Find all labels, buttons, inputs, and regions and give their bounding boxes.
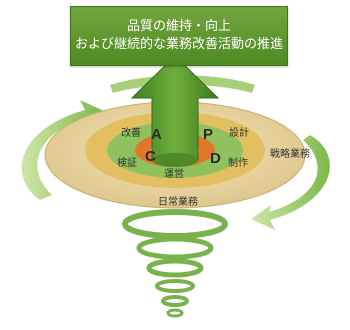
- plan-label: 設計: [229, 128, 249, 139]
- plan-letter: P: [203, 126, 214, 143]
- do-label: 制作: [228, 158, 248, 169]
- banner-line-1: 品質の維持・向上: [126, 19, 231, 34]
- up-arrow-icon: [130, 55, 220, 161]
- banner-line-2: および継続的な業務改善活動の推進: [74, 37, 283, 52]
- act-label: 改善: [121, 128, 141, 139]
- act-letter: A: [151, 126, 162, 143]
- goal-banner: 品質の維持・向上 および継続的な業務改善活動の推進: [70, 6, 288, 66]
- funnel-spiral: [122, 209, 228, 318]
- check-label: 検証: [117, 158, 137, 169]
- check-letter: C: [145, 148, 156, 165]
- daily-label: 日常業務: [158, 197, 198, 208]
- strategic-label: 戦略業務: [270, 149, 310, 160]
- operation-label: 運営: [164, 169, 184, 180]
- do-letter: D: [210, 150, 221, 167]
